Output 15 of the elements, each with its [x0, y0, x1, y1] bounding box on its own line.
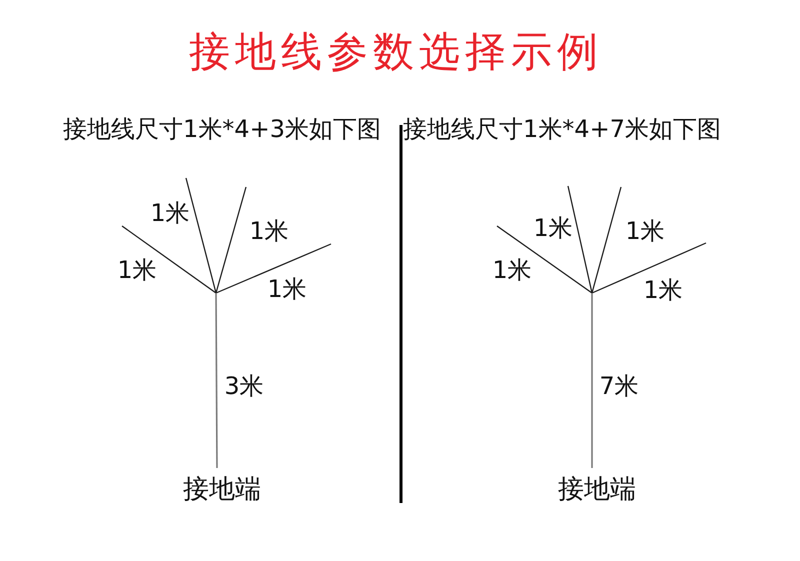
length-label: 1米: [643, 276, 683, 304]
page-title: 接地线参数选择示例: [189, 29, 603, 75]
panel-heading: 接地线尺寸1米*4+7米如下图: [403, 116, 721, 142]
length-label: 1米: [267, 276, 307, 302]
terminal-label: 接地端: [183, 476, 261, 504]
length-label: 1米: [117, 256, 157, 284]
length-label: 1米: [150, 200, 190, 226]
length-label: 1米: [249, 218, 289, 244]
length-label: 1米: [533, 214, 573, 242]
length-label: 1米: [492, 256, 532, 284]
length-label: 1米: [625, 218, 665, 244]
length-label: 7米: [599, 372, 639, 400]
panel-heading: 接地线尺寸1米*4+3米如下图: [63, 116, 381, 142]
length-label: 3米: [224, 372, 264, 400]
terminal-label: 接地端: [558, 476, 636, 504]
